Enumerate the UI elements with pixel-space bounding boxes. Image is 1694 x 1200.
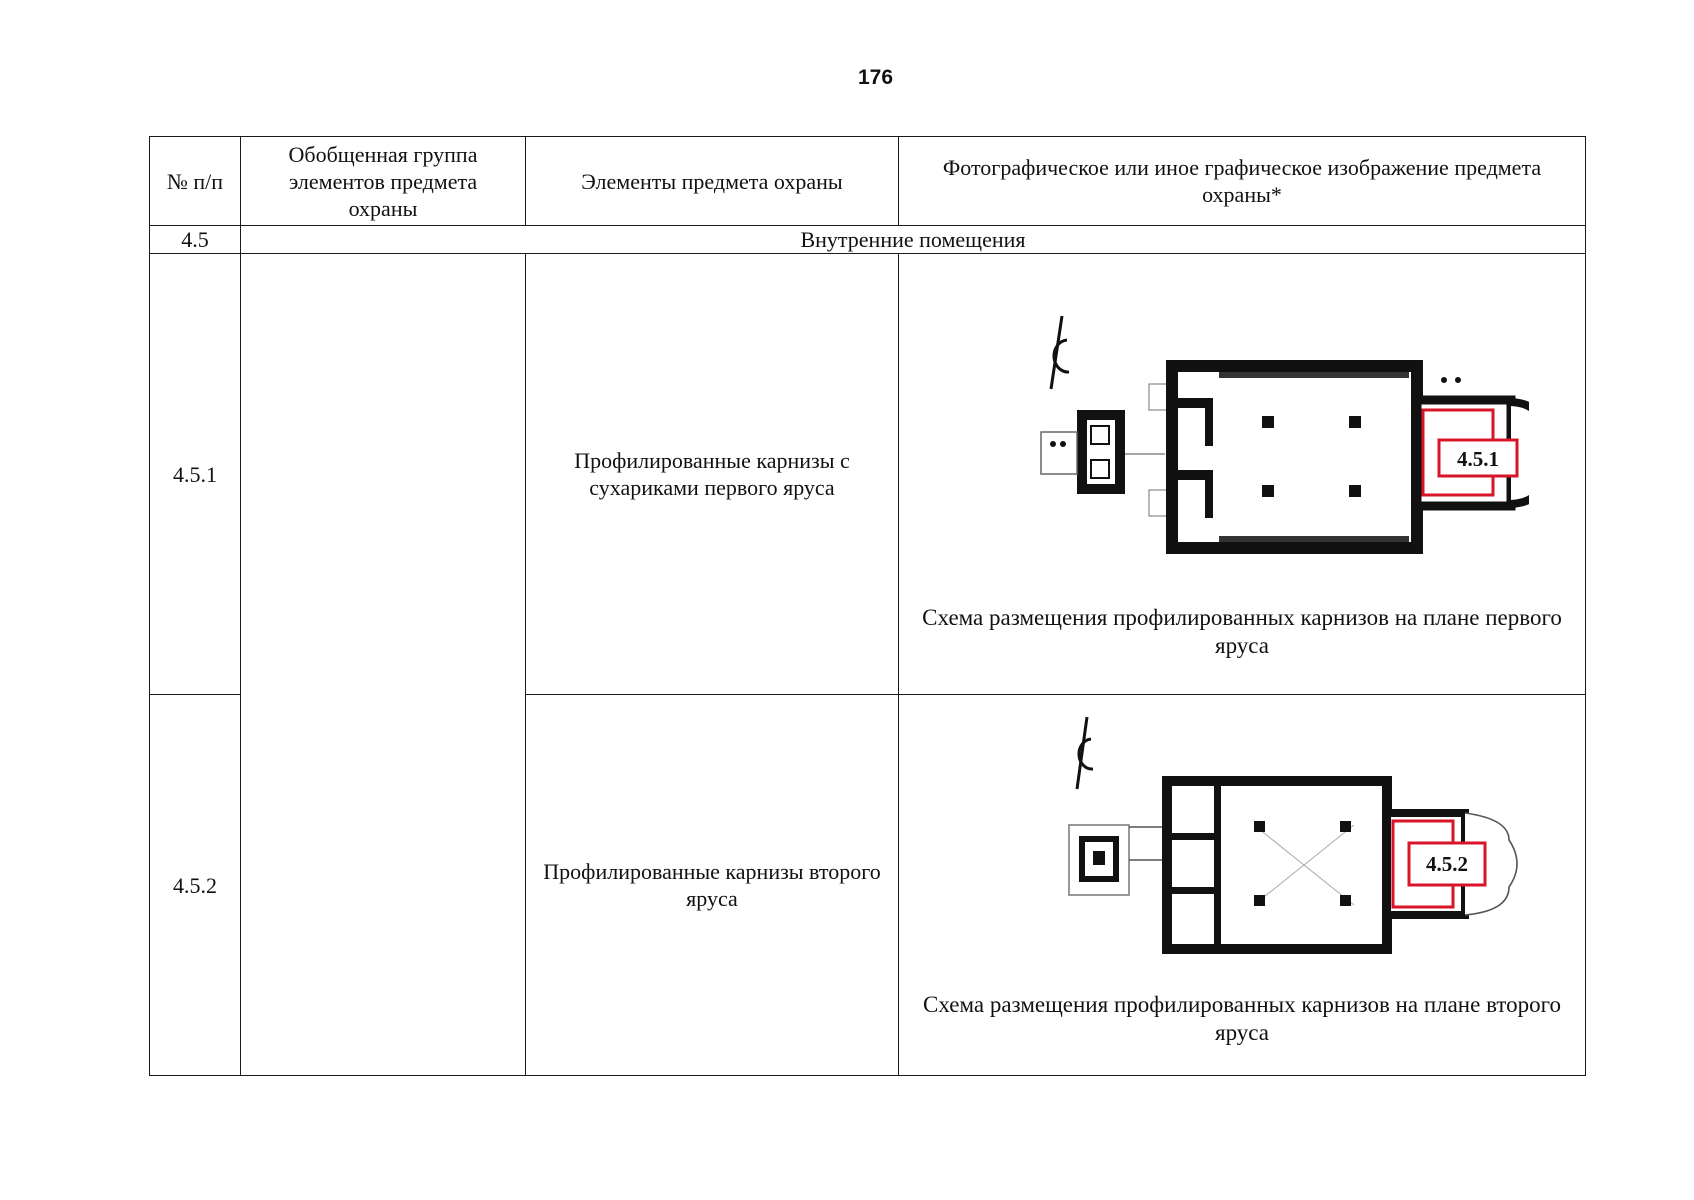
section-row: 4.5 Внутренние помещения: [149, 225, 1586, 254]
header-num: № п/п: [149, 136, 241, 226]
header-elements: Элементы предмета охраны: [525, 136, 899, 226]
plan-cell: 4.5.2 Схема размещения профилированных к…: [898, 694, 1586, 1076]
narthex-plan: [1040, 383, 1170, 517]
floor-plan-first-tier: 4.5.1: [1040, 315, 1529, 554]
belfry-plan: [1068, 824, 1167, 896]
centerline-icon: [1075, 716, 1094, 790]
header-image: Фотографическое или иное графическое изо…: [898, 136, 1586, 226]
section-title: Внутренние помещения: [240, 225, 1586, 254]
plan-cell: 4.5.1 Схема размещения профилированных к…: [898, 253, 1586, 695]
marker-box: [1437, 438, 1519, 478]
group-name: [240, 253, 526, 1076]
protection-table: № п/п Обобщенная группа элементов предме…: [149, 136, 1586, 1076]
section-num: 4.5: [149, 225, 241, 254]
header-row: № п/п Обобщенная группа элементов предме…: [149, 136, 1586, 226]
row-num: 4.5.1: [149, 253, 241, 695]
floor-plan-second-tier: 4.5.2: [1068, 716, 1518, 954]
table-row: 4.5.2 Профилированные карнизы второго яр…: [149, 694, 1586, 1076]
marker-label: 4.5.1: [1457, 447, 1499, 471]
nave-plan: [1162, 776, 1392, 954]
plan-caption: Схема размещения профилированных карнизо…: [923, 992, 1561, 1045]
marker-box: [1407, 841, 1487, 887]
nave-plan: [1166, 360, 1423, 554]
element-text: Профилированные карнизы с сухариками пер…: [525, 253, 899, 695]
row-num: 4.5.2: [149, 694, 241, 1076]
marker-label: 4.5.2: [1426, 852, 1468, 876]
plan-caption: Схема размещения профилированных карнизо…: [922, 605, 1562, 658]
table-row: 4.5.1 Профилированные карнизы с сухарика…: [149, 253, 1586, 1076]
header-group: Обобщенная группа элементов предмета охр…: [240, 136, 526, 226]
page-number: 176: [857, 66, 894, 89]
element-text: Профилированные карнизы второго яруса: [525, 694, 899, 1076]
centerline-icon: [1049, 315, 1070, 390]
